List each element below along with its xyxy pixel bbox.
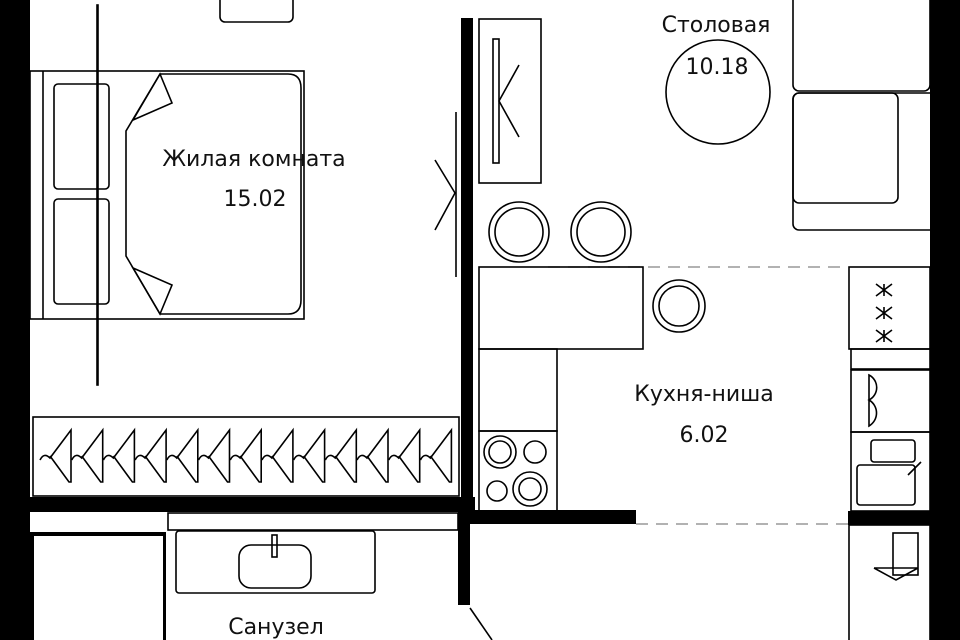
bed bbox=[29, 4, 305, 386]
bedroom-bottom-wall bbox=[0, 497, 475, 512]
kitchen-right-wall-stub bbox=[848, 511, 930, 525]
bar-stools bbox=[488, 201, 706, 333]
sofa bbox=[792, 0, 938, 231]
tv-cabinet bbox=[478, 18, 542, 184]
left-wall bbox=[0, 0, 30, 640]
dining-table bbox=[665, 39, 771, 145]
pillow bbox=[53, 83, 110, 190]
room-name-dining: Столовая bbox=[662, 13, 771, 38]
hanger-icon bbox=[387, 427, 421, 483]
room-area-dining: 10.18 bbox=[686, 55, 749, 80]
faucet-icon bbox=[907, 461, 922, 476]
room-area-kitchen: 6.02 bbox=[680, 423, 729, 448]
wardrobe bbox=[32, 416, 460, 497]
dishwasher-icon bbox=[867, 373, 878, 428]
hanger-icon bbox=[356, 427, 389, 483]
hanger-icon bbox=[39, 427, 72, 483]
kitchen-right-appliances bbox=[848, 266, 931, 512]
hanger-icon bbox=[419, 427, 453, 483]
middle-wall bbox=[461, 18, 473, 513]
right-wall bbox=[930, 0, 960, 640]
hanger-icon bbox=[324, 427, 358, 483]
pillow bbox=[53, 198, 110, 305]
shower-wall-left bbox=[30, 532, 34, 640]
vanity bbox=[175, 530, 376, 594]
bathroom-door[interactable] bbox=[469, 607, 493, 640]
sink-small bbox=[870, 439, 916, 463]
faucet-icon bbox=[271, 534, 278, 558]
hanger-icon bbox=[261, 427, 294, 483]
blanket bbox=[125, 73, 302, 315]
kitchen-counter bbox=[478, 266, 644, 512]
hanger-icon bbox=[292, 427, 326, 483]
hall-cabinet bbox=[848, 524, 931, 640]
hanger-icon bbox=[166, 427, 199, 483]
room-name-living: Жилая комната bbox=[162, 147, 345, 172]
hanger-icon bbox=[102, 427, 136, 483]
cooktop-icon bbox=[483, 435, 548, 507]
shower-wall-right bbox=[163, 532, 166, 640]
armchair bbox=[219, 0, 294, 23]
hanger-icon bbox=[229, 427, 262, 483]
kitchen-bottom-wall bbox=[458, 510, 636, 524]
hanger-icon bbox=[873, 567, 919, 581]
fridge-icon bbox=[875, 283, 893, 343]
tv-icon bbox=[434, 159, 456, 231]
washbasin bbox=[238, 544, 312, 589]
shower-wall bbox=[30, 532, 166, 536]
sink-large bbox=[856, 464, 916, 506]
room-name-bathroom: Санузел bbox=[228, 615, 324, 640]
bathroom-right-wall bbox=[458, 510, 470, 605]
hanger-icon bbox=[70, 427, 104, 483]
room-name-kitchen: Кухня-ниша bbox=[634, 382, 774, 407]
hanger-icon bbox=[134, 427, 167, 483]
hangers bbox=[39, 427, 453, 483]
hanger-icon bbox=[197, 427, 231, 483]
room-area-living: 15.02 bbox=[224, 187, 287, 212]
